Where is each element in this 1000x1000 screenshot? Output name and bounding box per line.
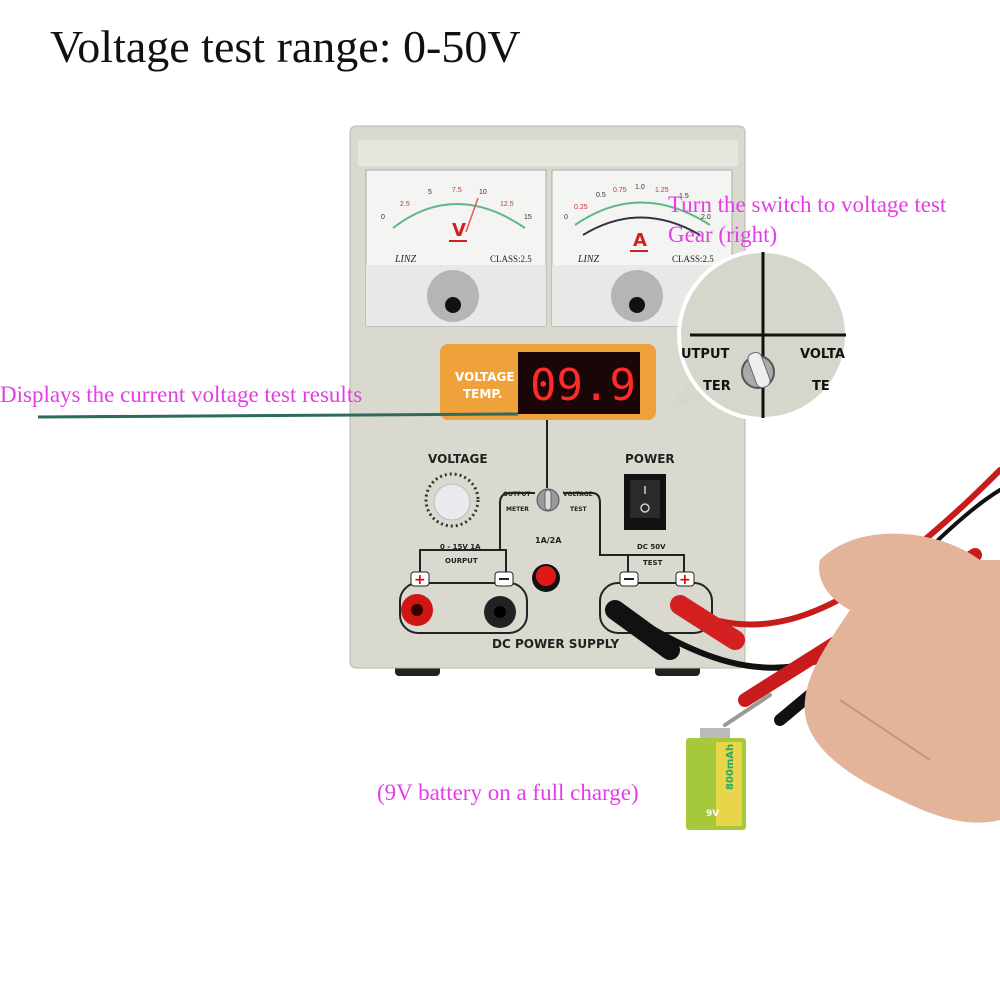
ammeter-tick-label: 1.5	[679, 193, 689, 200]
svg-text:+: +	[414, 572, 426, 588]
battery-annotation: (9V battery on a full charge)	[377, 780, 639, 805]
ammeter-tick-label: 1.25	[655, 187, 669, 194]
svg-text:1A/2A: 1A/2A	[535, 536, 562, 545]
voltage-knob[interactable]	[424, 472, 480, 528]
display-pointer-line	[37, 412, 519, 419]
test-terminals[interactable]: +	[619, 571, 695, 588]
top-strip	[358, 140, 738, 166]
svg-text:TER: TER	[703, 379, 731, 394]
svg-text:VOLTAGE: VOLTAGE	[428, 452, 488, 466]
svg-text:TEST: TEST	[643, 559, 663, 567]
voltmeter-tick-label: 7.5	[452, 187, 462, 194]
power-switch[interactable]	[624, 474, 666, 530]
voltmeter-tick-label: 0	[381, 214, 385, 221]
svg-text:VOLTA: VOLTA	[800, 347, 845, 362]
switch-annotation-line2: Gear (right)	[668, 222, 777, 247]
voltmeter: 0 2.5 5 7.5 10 12.5 15 V LINZ CLASS:2.5	[365, 169, 547, 327]
ammeter-tick-label: 2.0	[701, 214, 711, 221]
battery: 800mAh 9V	[686, 728, 746, 830]
range-button[interactable]	[532, 564, 560, 592]
display-annotation: Displays the current voltage test result…	[0, 382, 362, 407]
svg-text:OURPUT: OURPUT	[445, 557, 478, 565]
voltmeter-tick-label: 12.5	[500, 201, 514, 208]
svg-text:0 - 15V 1A: 0 - 15V 1A	[440, 543, 481, 551]
voltmeter-tick-label: 10	[479, 189, 487, 196]
voltmeter-tick-label: 15	[524, 214, 532, 221]
svg-text:TEMP.: TEMP.	[463, 387, 502, 401]
toggle-switch[interactable]	[536, 488, 560, 512]
svg-text:9V: 9V	[706, 809, 719, 819]
ammeter-tick-label: 0.25	[574, 204, 588, 211]
ammeter-tick-label: 1.0	[635, 184, 645, 191]
svg-text:TEST: TEST	[570, 506, 588, 513]
svg-text:UTPUT: UTPUT	[681, 347, 730, 362]
svg-text:+: +	[679, 572, 691, 588]
voltmeter-tick-label: 5	[428, 189, 432, 196]
led-readout: 09.9	[530, 360, 636, 411]
svg-text:POWER: POWER	[625, 452, 675, 466]
svg-text:VOLTAGE: VOLTAGE	[563, 491, 593, 498]
ammeter-tick-label: 0.75	[613, 187, 627, 194]
voltage-display: VOLTAGE TEMP. 09.9	[440, 344, 656, 420]
svg-text:CLASS:2.5: CLASS:2.5	[490, 254, 532, 264]
svg-text:800mAh: 800mAh	[725, 744, 736, 790]
svg-text:TE: TE	[812, 379, 830, 394]
svg-text:A: A	[633, 230, 647, 251]
title: Voltage test range: 0-50V	[50, 21, 521, 72]
svg-text:LINZ: LINZ	[577, 254, 600, 265]
svg-text:OUTPUT: OUTPUT	[503, 491, 531, 498]
svg-text:METER: METER	[506, 506, 529, 513]
svg-text:DC POWER SUPPLY: DC POWER SUPPLY	[492, 637, 620, 651]
switch-annotation-line1: Turn the switch to voltage test	[668, 192, 947, 217]
output-terminals[interactable]: +	[401, 571, 516, 628]
ammeter-tick-label: 0	[564, 214, 568, 221]
switch-zoom-callout: UTPUT TER VOLTA TE	[668, 249, 849, 421]
svg-text:CLASS:2.5: CLASS:2.5	[672, 254, 714, 264]
ammeter-tick-label: 0.5	[596, 192, 606, 199]
svg-text:DC 50V: DC 50V	[637, 543, 666, 551]
svg-text:VOLTAGE: VOLTAGE	[455, 370, 515, 384]
svg-text:V: V	[452, 220, 466, 241]
svg-text:LINZ: LINZ	[394, 254, 417, 265]
hand	[804, 533, 1000, 823]
voltmeter-tick-label: 2.5	[400, 201, 410, 208]
